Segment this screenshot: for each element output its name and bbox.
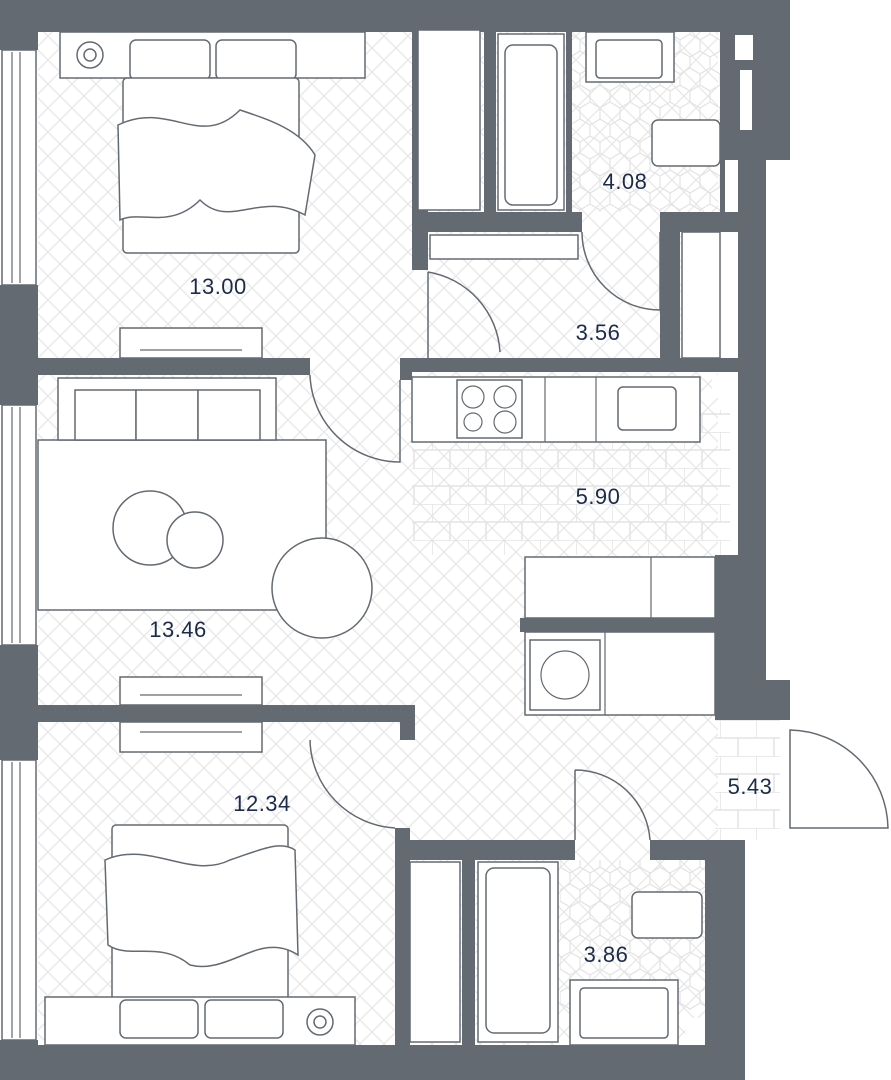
interior-walls xyxy=(38,30,738,1045)
room-area-bedroom-2: 12.34 xyxy=(233,791,291,816)
room-area-bedroom-1: 13.00 xyxy=(189,274,247,299)
floor-entrance-tiles xyxy=(715,720,780,840)
bedroom-1-furniture xyxy=(59,29,481,359)
bathroom-1-fixtures xyxy=(429,31,721,359)
kitchen-fixtures xyxy=(411,376,716,716)
room-area-entrance: 5.43 xyxy=(727,774,773,799)
room-area-kitchen: 5.90 xyxy=(575,484,621,509)
room-area-living-room: 13.46 xyxy=(149,617,207,642)
room-area-bathroom-1: 4.08 xyxy=(602,169,648,194)
bedroom-2-furniture xyxy=(44,721,461,1046)
doors xyxy=(309,231,889,841)
windows xyxy=(1,49,37,1041)
room-area-hallway-1: 3.56 xyxy=(575,320,621,345)
living-room-furniture xyxy=(37,377,373,706)
bathroom-2-fixtures xyxy=(477,861,703,1046)
outer-walls xyxy=(0,0,790,1080)
room-area-bathroom-2: 3.86 xyxy=(583,942,629,967)
